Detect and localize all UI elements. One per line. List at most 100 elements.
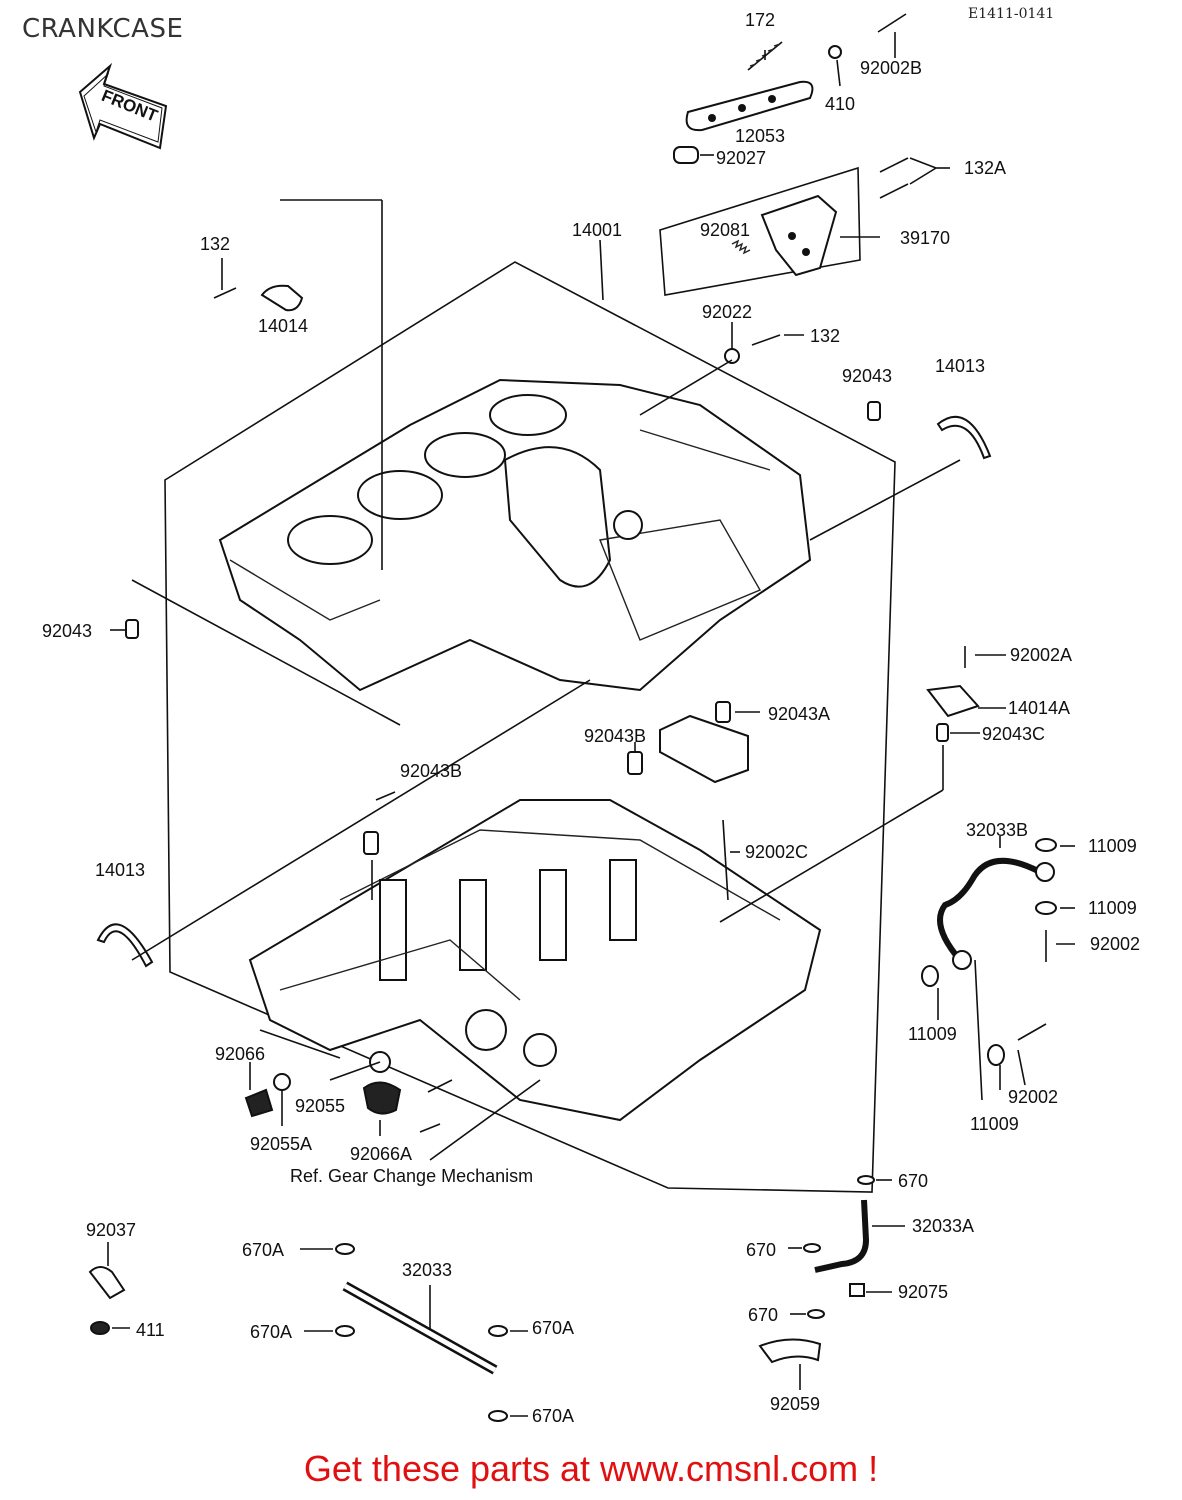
banjo-icon bbox=[1035, 862, 1055, 882]
part-label: 92002 bbox=[1090, 934, 1140, 954]
dowel-92043-top-icon bbox=[867, 401, 881, 421]
oring-670-a-icon bbox=[857, 1175, 875, 1185]
bearing-14013-left-icon bbox=[96, 923, 154, 968]
reference-note: Ref. Gear Change Mechanism bbox=[290, 1166, 533, 1186]
washer-11009-a-icon bbox=[1035, 838, 1057, 852]
part-label: 92066A bbox=[350, 1144, 412, 1164]
fitting-92037-icon bbox=[88, 1266, 126, 1300]
part-label: 12053 bbox=[735, 126, 785, 146]
washer-410-icon bbox=[828, 45, 842, 59]
dowel-92043B-mid-icon bbox=[627, 751, 643, 775]
part-label: 92043C bbox=[982, 724, 1045, 744]
chain-guide-12053-icon bbox=[685, 80, 814, 132]
part-label: 132 bbox=[810, 326, 840, 346]
bearing-14013-top-icon bbox=[936, 415, 992, 460]
tensioner-frame bbox=[659, 166, 861, 296]
oring-670A-a-icon bbox=[335, 1243, 355, 1255]
oil-pipe-32033B-icon bbox=[937, 857, 1042, 962]
part-label: 11009 bbox=[1088, 836, 1137, 856]
part-label: 32033A bbox=[912, 1216, 974, 1236]
part-label: 132 bbox=[200, 234, 230, 254]
part-label: 11009 bbox=[970, 1114, 1019, 1134]
part-label: 92043 bbox=[42, 621, 92, 641]
part-label: 92043 bbox=[842, 366, 892, 386]
part-label: 92002B bbox=[860, 58, 922, 78]
part-label: 670 bbox=[898, 1171, 928, 1191]
upper-crankcase-icon bbox=[218, 378, 812, 692]
part-label: 92043B bbox=[584, 726, 646, 746]
crankcase-frame bbox=[164, 261, 896, 1193]
oring-670-c-icon bbox=[807, 1309, 825, 1319]
part-label: 14013 bbox=[95, 860, 145, 880]
part-label: 670A bbox=[532, 1318, 574, 1338]
washer-11009-b-icon bbox=[1035, 901, 1057, 915]
part-labels: 172 92002B 410 12053 92027 132A 92081 39… bbox=[42, 10, 1140, 1426]
dowel-92043-left-icon bbox=[125, 619, 139, 639]
part-label: 11009 bbox=[908, 1024, 957, 1044]
part-label: 92043B bbox=[400, 761, 462, 781]
part-label: 32033 bbox=[402, 1260, 452, 1280]
page-title: CRANKCASE bbox=[22, 14, 184, 44]
front-arrow-icon: FRONT bbox=[78, 62, 168, 150]
plug-92066A-icon bbox=[362, 1081, 402, 1115]
oring-670-b-icon bbox=[803, 1243, 821, 1253]
part-label: 92059 bbox=[770, 1394, 820, 1414]
part-label: 410 bbox=[825, 94, 855, 114]
bolts-132A-icon bbox=[879, 157, 909, 199]
bearing-cap-icon bbox=[659, 714, 749, 784]
oring-670A-c-icon bbox=[488, 1325, 508, 1337]
dowel-92043B-low-icon bbox=[363, 831, 379, 855]
plug-92066-icon bbox=[244, 1088, 274, 1118]
part-label: 92075 bbox=[898, 1282, 948, 1302]
washer-92055A-icon bbox=[273, 1073, 291, 1091]
part-label: 92027 bbox=[716, 148, 766, 168]
part-label: 92002 bbox=[1008, 1087, 1058, 1107]
part-label: 92022 bbox=[702, 302, 752, 322]
oring-670A-b-icon bbox=[335, 1325, 355, 1337]
part-label: 411 bbox=[136, 1320, 165, 1340]
part-label: 670 bbox=[746, 1240, 776, 1260]
spring-92081-icon bbox=[731, 239, 751, 255]
part-label: 670A bbox=[242, 1240, 284, 1260]
bolt-92002-b-icon bbox=[1017, 1023, 1047, 1041]
part-label: 92002C bbox=[745, 842, 808, 862]
lower-crankcase-icon bbox=[248, 799, 822, 1122]
part-label: 14013 bbox=[935, 356, 985, 376]
parts-store-link[interactable]: Get these parts at www.cmsnl.com ! bbox=[303, 1448, 879, 1489]
part-label: 14001 bbox=[572, 220, 622, 240]
part-label: 670 bbox=[748, 1305, 778, 1325]
joint-92059-icon bbox=[758, 1338, 822, 1364]
part-label: 92066 bbox=[215, 1044, 265, 1064]
part-label: 132A bbox=[964, 158, 1006, 178]
bolt-132-mid-icon bbox=[751, 334, 781, 346]
tensioner-39170-icon bbox=[760, 194, 838, 277]
plate-14014-icon bbox=[260, 284, 304, 312]
part-label: 92002A bbox=[1010, 645, 1072, 665]
clamp-14014A-icon bbox=[926, 684, 980, 718]
oil-pipe-32033A-icon bbox=[814, 1199, 870, 1273]
part-label: 14014 bbox=[258, 316, 308, 336]
part-label: 14014A bbox=[1008, 698, 1070, 718]
bolt-132-top-icon bbox=[213, 287, 237, 299]
leader-lines bbox=[107, 32, 1075, 1417]
part-label: 39170 bbox=[900, 228, 950, 248]
part-label: 92055A bbox=[250, 1134, 312, 1154]
bolt-92002C-icon bbox=[722, 819, 729, 901]
oring-670A-d-icon bbox=[488, 1410, 508, 1422]
washer-11009-d-icon bbox=[987, 1044, 1005, 1066]
part-label: 92037 bbox=[86, 1220, 136, 1240]
part-label: 92043A bbox=[768, 704, 830, 724]
diagram-code: E1411-0141 bbox=[968, 6, 1055, 22]
dowel-92043A-icon bbox=[715, 701, 731, 723]
part-label: 11009 bbox=[1088, 898, 1137, 918]
part-label: 172 bbox=[745, 10, 775, 30]
part-label: 670A bbox=[250, 1322, 292, 1342]
washer-411-icon bbox=[90, 1321, 110, 1335]
dowel-92043C-icon bbox=[936, 723, 949, 742]
part-label: 92081 bbox=[700, 220, 750, 240]
cap-92075-icon bbox=[849, 1283, 865, 1297]
part-label: 32033B bbox=[966, 820, 1028, 840]
washer-11009-c-icon bbox=[921, 965, 939, 987]
